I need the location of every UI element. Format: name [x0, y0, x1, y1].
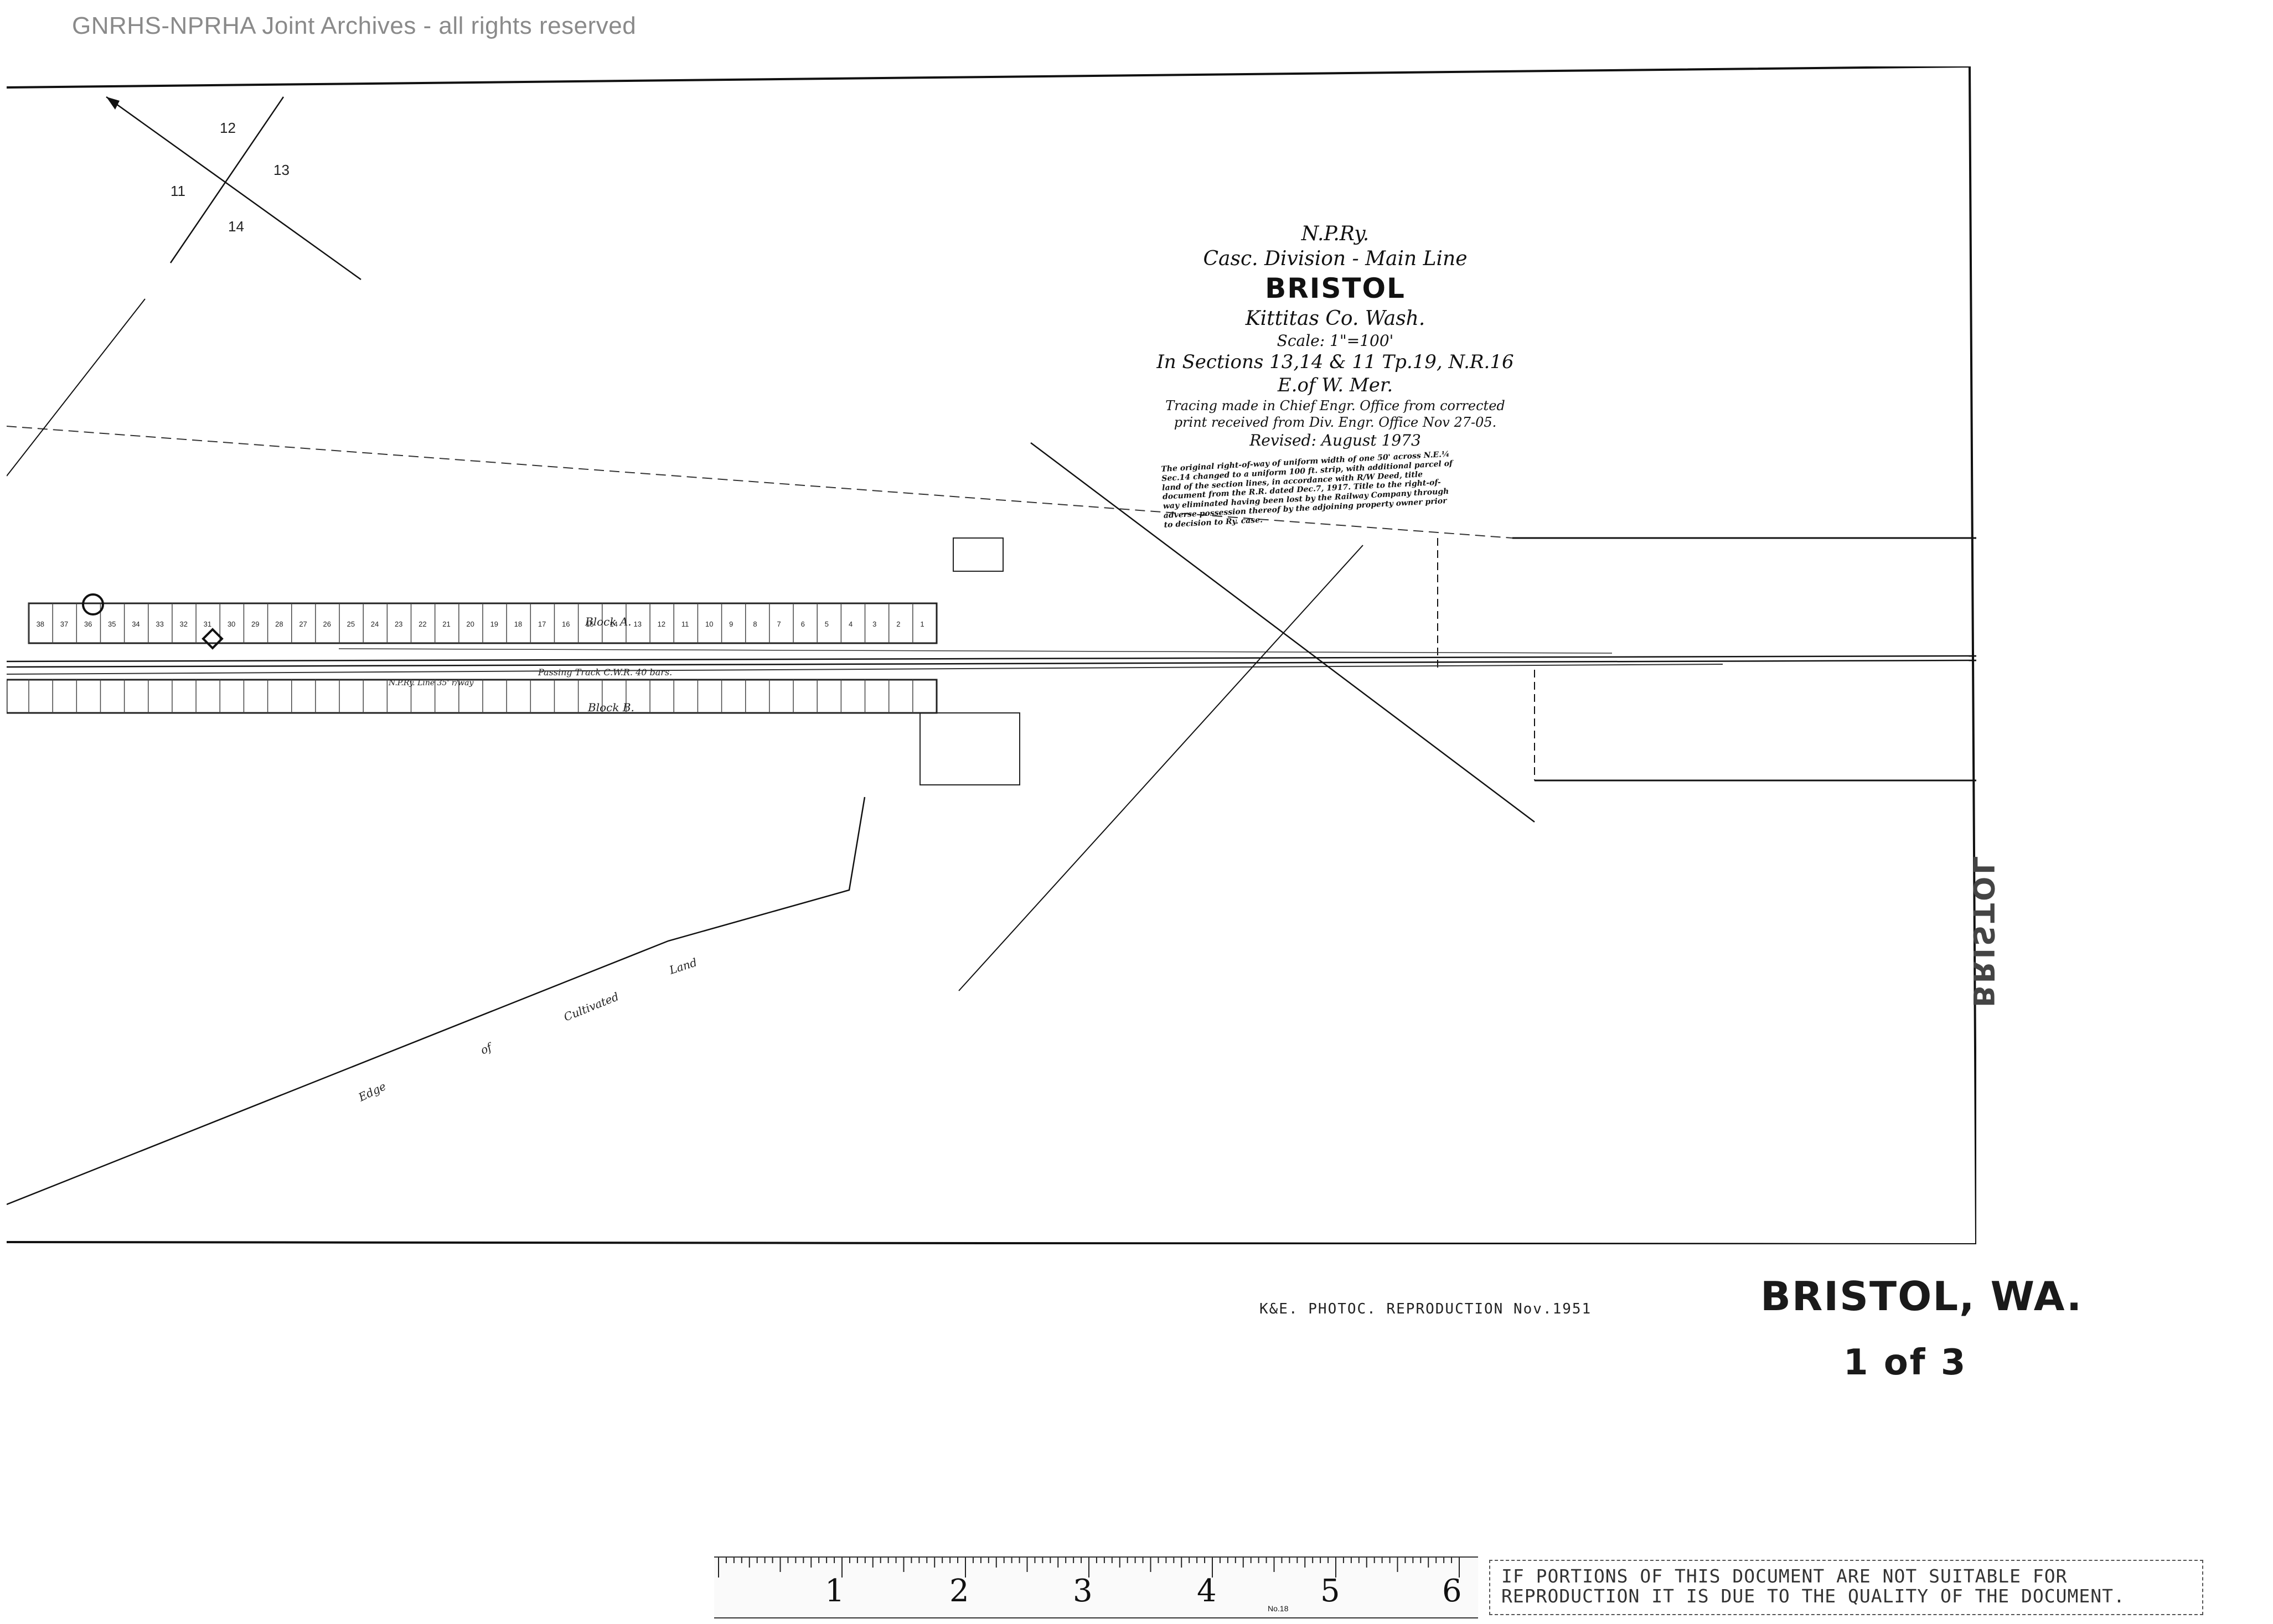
ruler-num-3: 3	[1073, 1573, 1093, 1609]
lot-number: 8	[753, 620, 757, 628]
lot-number: 18	[514, 620, 522, 628]
section-line-a	[106, 96, 361, 281]
lot-number: 23	[395, 620, 402, 628]
inch-ruler: 1 2 3 4 5 6 No.18	[714, 1556, 1478, 1618]
revised-date: Revised: August 1973	[1249, 431, 1421, 449]
lot-number: 30	[228, 620, 235, 628]
lot-number: 37	[60, 620, 68, 628]
passing-track	[7, 664, 1723, 675]
edge-word-4: Land	[667, 955, 699, 977]
lot-number: 7	[777, 620, 781, 628]
ruler-ticks	[718, 1558, 1460, 1578]
edge-cultivated-land	[7, 797, 866, 1206]
edge-word-1: Edge	[356, 1079, 388, 1104]
lot-number: 9	[729, 620, 733, 628]
block-b	[7, 679, 938, 714]
document-title: BRISTOL, WA.	[1760, 1273, 2083, 1320]
ruler-num-2: 2	[949, 1573, 969, 1609]
ruler-num-1: 1	[825, 1573, 845, 1609]
ruler-num-4: 4	[1197, 1573, 1217, 1609]
lot-number: 34	[132, 620, 140, 628]
main-track-1	[7, 655, 1976, 663]
lot-number: 5	[825, 620, 829, 628]
section-line-diag	[1030, 442, 1535, 823]
lot-number: 14	[609, 620, 617, 628]
title-block: N.P.Ry. Casc. Division - Main Line BRIST…	[1136, 221, 1535, 450]
lot-number: 22	[419, 620, 426, 628]
lot-number: 24	[371, 620, 379, 628]
county-name: Kittitas Co. Wash.	[1245, 307, 1425, 330]
lot-number: 4	[849, 620, 853, 628]
lot-number: 17	[538, 620, 546, 628]
lot-number: 27	[299, 620, 307, 628]
line-diag-2	[958, 545, 1363, 991]
railway-name: N.P.Ry.	[1301, 223, 1370, 245]
tracing-note-1: Tracing made in Chief Engr. Office from …	[1165, 397, 1505, 413]
lot-lines-a	[28, 603, 913, 643]
scale-label: Scale: 1"=100'	[1277, 331, 1394, 350]
well-symbol	[82, 593, 104, 616]
lot-number: 19	[490, 620, 498, 628]
passing-track-label: Passing Track C.W.R. 40 bars.	[538, 667, 672, 677]
lot-number: 3	[872, 620, 876, 628]
edge-word-3: Cultivated	[562, 990, 621, 1024]
lot-number: 21	[442, 620, 450, 628]
lot-number: 10	[705, 620, 713, 628]
lot-number: 28	[275, 620, 283, 628]
lot-number: 33	[156, 620, 163, 628]
edge-word-2: of	[478, 1039, 495, 1057]
lot-number: 2	[896, 620, 900, 628]
row-upper-dashed	[7, 426, 1513, 539]
siding-upper	[338, 648, 1613, 654]
section-12: 12	[220, 120, 236, 136]
tracing-note-2: print received from Div. Engr. Office No…	[1174, 414, 1497, 430]
line-diag-3	[7, 298, 146, 477]
block-a-label: Block A.	[585, 615, 632, 628]
lot-number: 6	[801, 620, 805, 628]
sections-label: In Sections 13,14 & 11 Tp.19, N.R.16 E.o…	[1156, 350, 1514, 397]
section-14: 14	[228, 218, 244, 235]
lot-number: 20	[466, 620, 474, 628]
lot-number: 16	[562, 620, 570, 628]
block-b-label: Block B.	[587, 701, 634, 714]
lot-number: 13	[634, 620, 642, 628]
ruler-part-number: No.18	[1268, 1604, 1289, 1613]
lot-number: 12	[658, 620, 665, 628]
building-1	[953, 537, 1004, 572]
section-line-b	[169, 96, 285, 263]
lot-number: 35	[108, 620, 116, 628]
lot-number: 26	[323, 620, 330, 628]
main-track-label: N.P.Ry. Line 35' r/way	[388, 679, 474, 687]
archive-watermark: GNRHS-NPRHA Joint Archives - all rights …	[72, 12, 637, 39]
lot-number: 11	[681, 620, 689, 628]
lot-number: 32	[180, 620, 188, 628]
lot-number: 25	[347, 620, 355, 628]
division-name: Casc. Division - Main Line	[1203, 247, 1468, 270]
lot-number: 38	[37, 620, 44, 628]
ruler-num-6: 6	[1442, 1573, 1462, 1609]
map-border	[7, 66, 1976, 1244]
sheet-number: 1 of 3	[1843, 1342, 1967, 1383]
lot-lines-b	[28, 680, 913, 713]
reproduction-stamp: K&E. PHOTOC. REPRODUCTION Nov.1951	[1259, 1301, 1592, 1317]
marker-17	[202, 628, 224, 650]
quality-notice: IF PORTIONS OF THIS DOCUMENT ARE NOT SUI…	[1489, 1560, 2203, 1615]
building-2	[919, 712, 1020, 785]
north-arrow	[106, 97, 120, 110]
section-11: 11	[171, 183, 185, 199]
rotated-station-label: BRISTOL	[1966, 854, 2000, 1007]
lot-number: 36	[84, 620, 92, 628]
station-name: BRISTOL	[1265, 272, 1406, 304]
lot-number: 1	[920, 620, 924, 628]
lot-number: 29	[251, 620, 259, 628]
main-track-2	[7, 659, 1976, 668]
lot-number: 31	[204, 620, 211, 628]
lot-number: 15	[586, 620, 593, 628]
ruler-num-5: 5	[1320, 1573, 1340, 1609]
section-13: 13	[273, 162, 290, 178]
